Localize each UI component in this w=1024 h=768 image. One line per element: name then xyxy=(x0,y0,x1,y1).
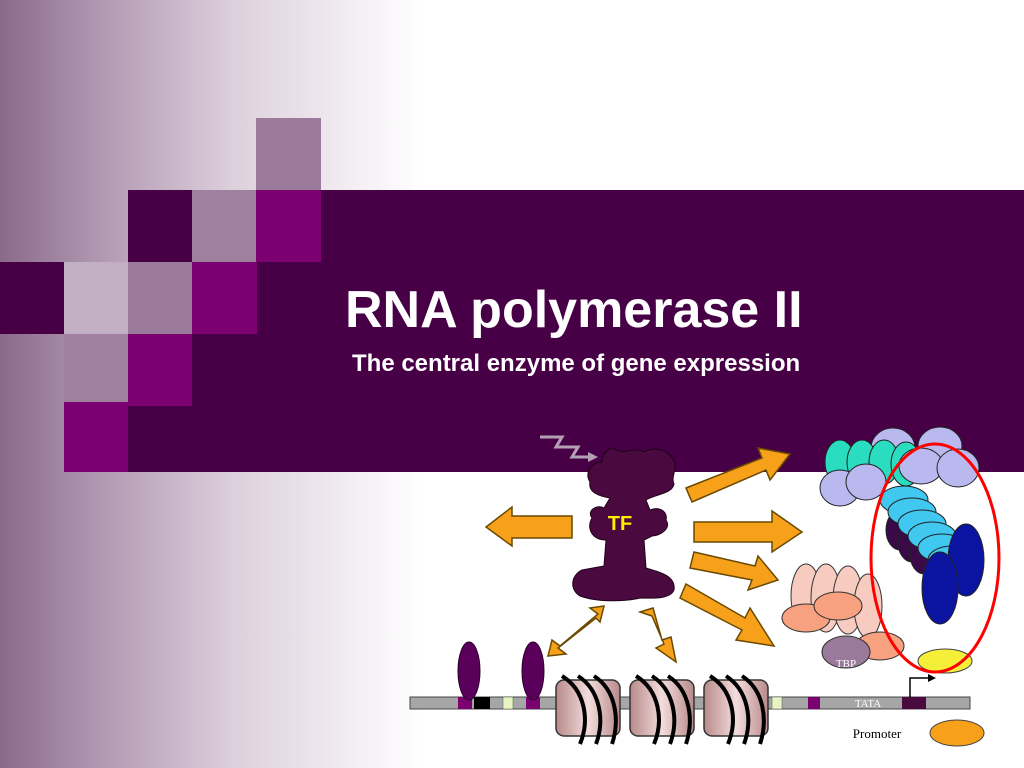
bound-activator xyxy=(521,641,545,701)
nucleosome xyxy=(629,674,695,745)
decor-square xyxy=(0,262,64,334)
decor-square xyxy=(256,190,321,262)
transcription-factor: TF xyxy=(572,447,676,602)
dna-site-light xyxy=(771,696,783,710)
dna-site-magenta xyxy=(526,697,540,709)
promoter-legend-oval xyxy=(929,719,985,747)
nucleosome xyxy=(703,674,769,745)
arrow-down-right xyxy=(679,582,776,647)
arrow-up-right xyxy=(685,447,792,503)
nucleosome xyxy=(555,674,621,745)
decor-square xyxy=(128,334,192,406)
decor-square xyxy=(64,262,128,334)
tf-label: TF xyxy=(608,513,632,535)
dna-site-magenta xyxy=(808,697,820,709)
promoter-label: Promoter xyxy=(853,726,902,741)
decor-square xyxy=(64,334,128,406)
interaction-arrows xyxy=(484,447,804,664)
arrow-down xyxy=(637,607,678,664)
decor-square xyxy=(128,262,192,334)
squiggle-arrow-icon xyxy=(540,435,598,462)
decor-square xyxy=(256,118,321,190)
tbp-label: TBP xyxy=(836,658,856,670)
dna-site-dark xyxy=(902,697,926,709)
arrow-left xyxy=(484,505,573,548)
arrow-diagonal-bidirectional xyxy=(547,605,605,657)
slide-subtitle: The central enzyme of gene expression xyxy=(352,350,801,377)
decor-square xyxy=(192,262,257,334)
slide-title: RNA polymerase II xyxy=(345,281,803,339)
yellow-factor-oval xyxy=(917,648,973,674)
bound-activator xyxy=(457,641,481,701)
highlight-circle xyxy=(869,442,1001,674)
arrow-right xyxy=(693,509,804,554)
dna-site-black xyxy=(474,697,490,709)
dna-site-light xyxy=(502,696,514,710)
decor-square xyxy=(64,402,128,472)
arrow-right-down xyxy=(689,551,780,592)
polymerase-complex xyxy=(819,426,985,625)
general-factor-cluster xyxy=(781,563,905,669)
tata-label: TATA xyxy=(855,698,881,710)
decor-square xyxy=(192,190,257,262)
transcription-start-arrow-icon xyxy=(909,677,930,697)
transcription-start-arrow-head xyxy=(928,674,936,682)
